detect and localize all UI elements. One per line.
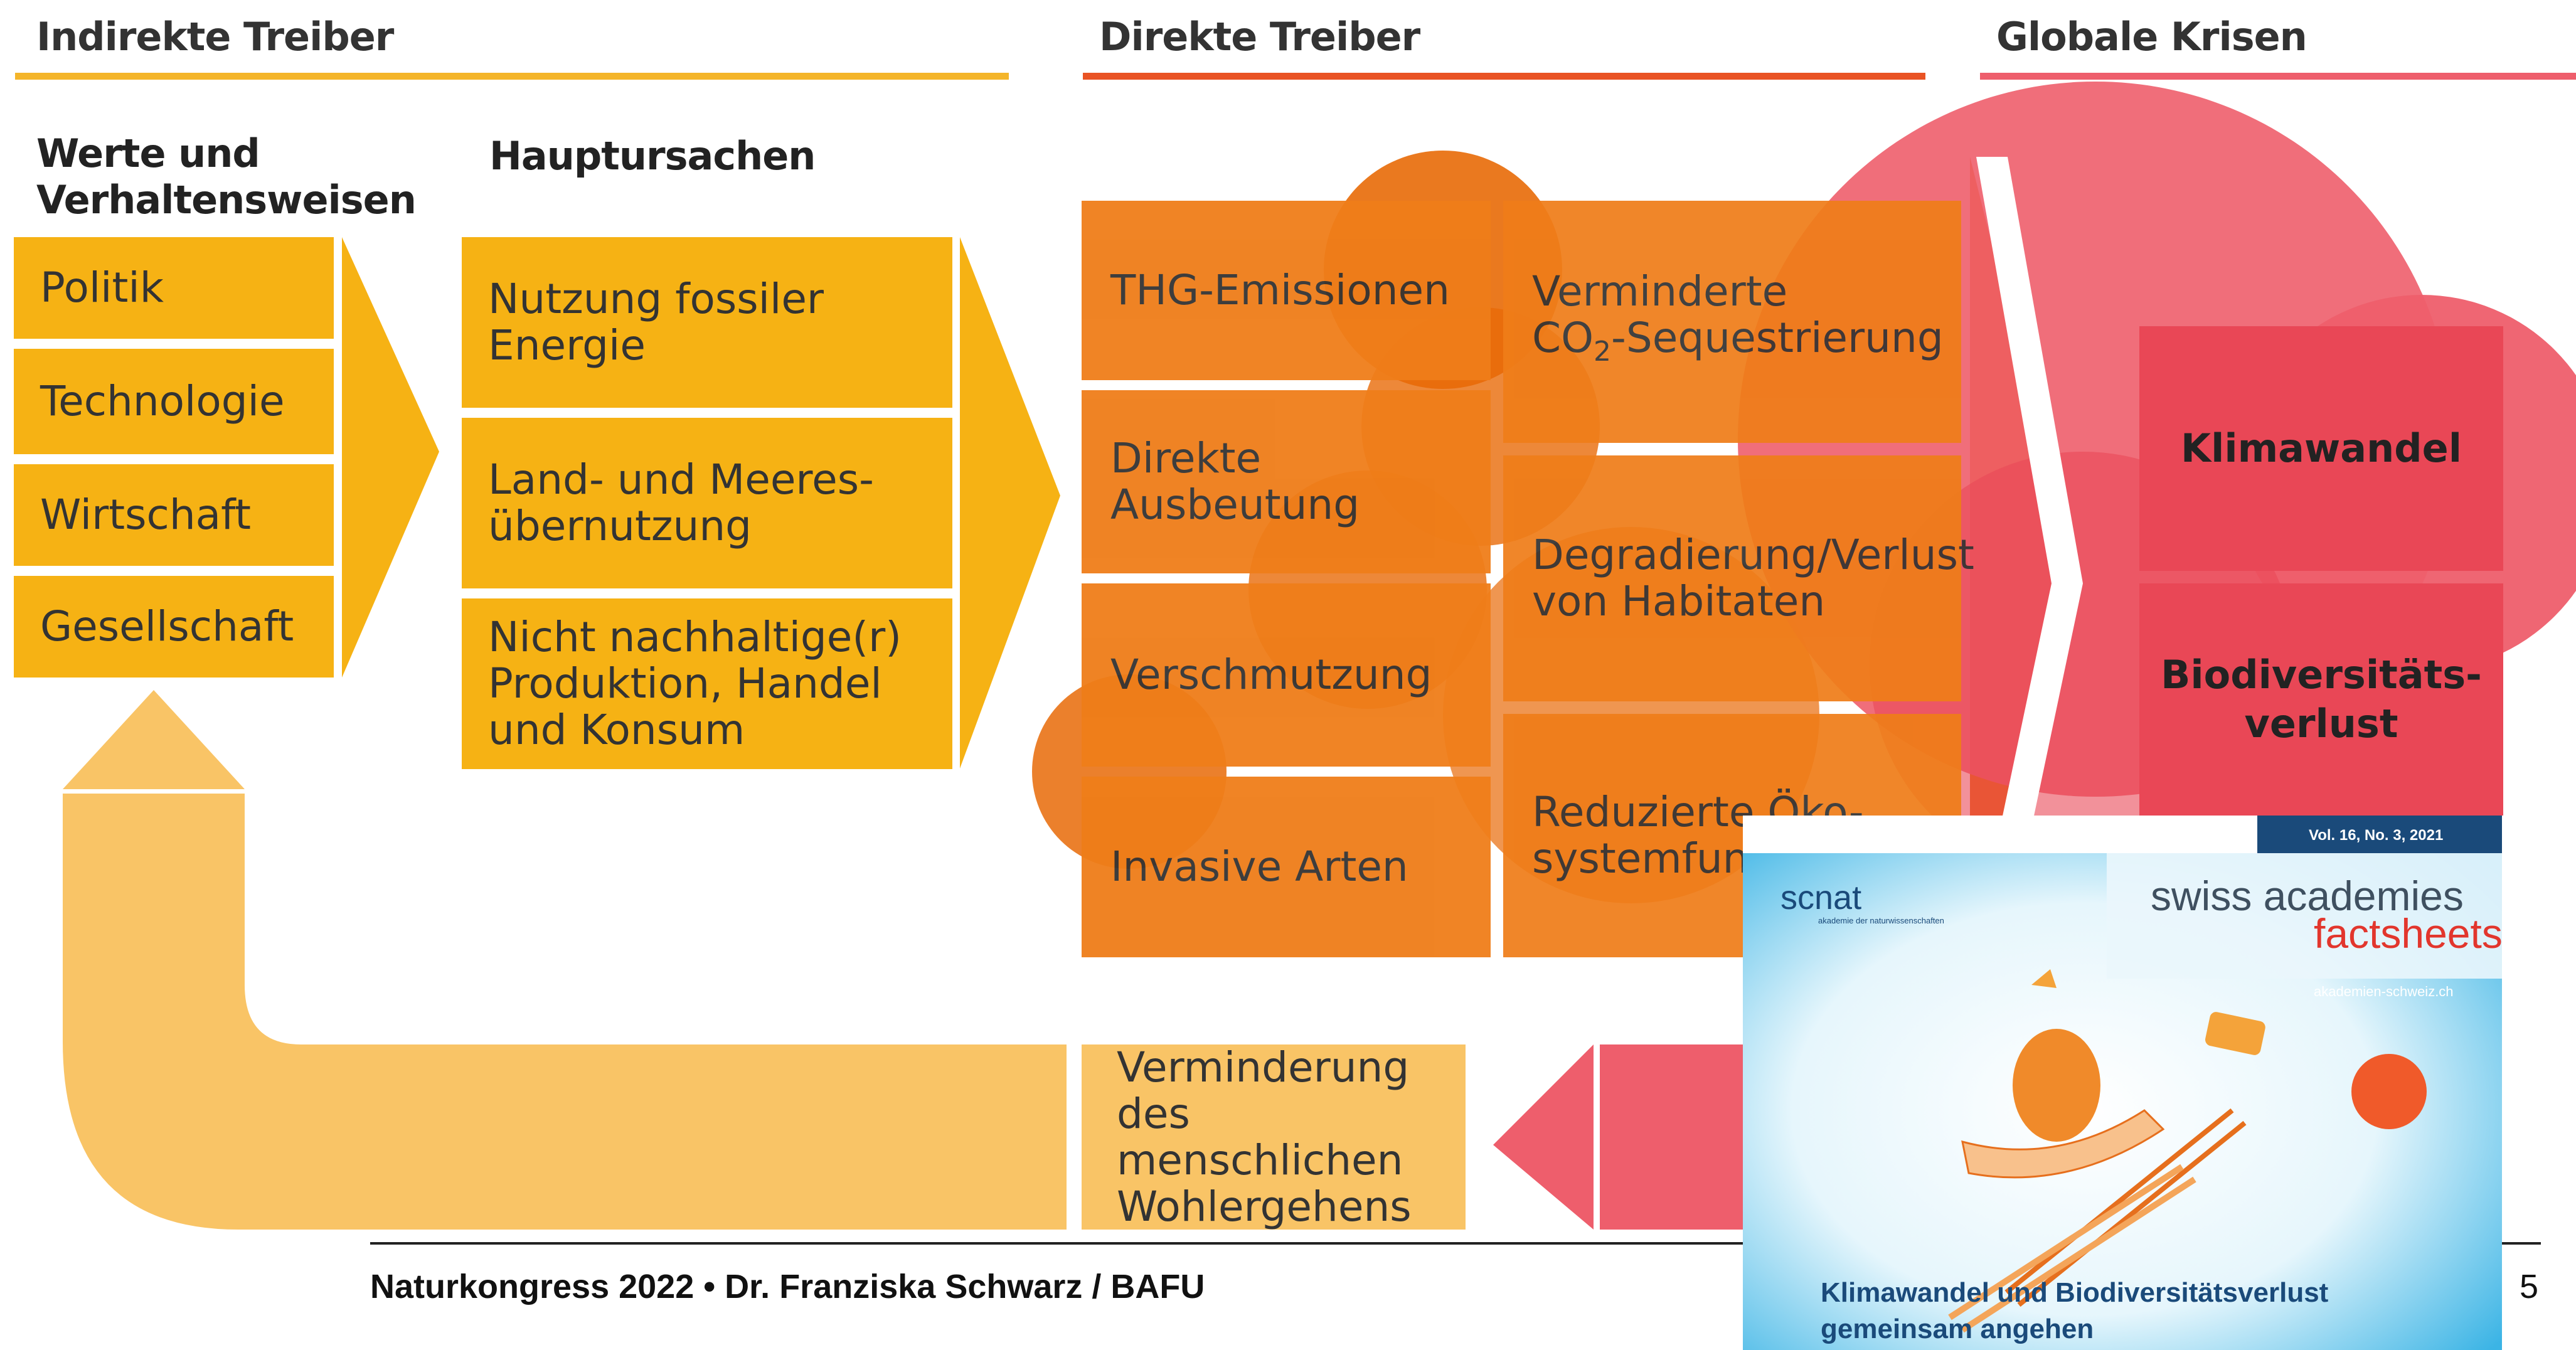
factsheet-cover: Vol. 16, No. 3, 2021 scnat akademie der … bbox=[1743, 816, 2502, 1350]
can-illustration bbox=[2205, 1012, 2265, 1055]
arrow-crises-chevron bbox=[1976, 157, 2083, 941]
cause-box-fossil-energy: Nutzung fossiler Energie bbox=[462, 237, 952, 408]
arrow-crises-to-wellbeing-body bbox=[1600, 1044, 1750, 1230]
arrow-causes-to-direct bbox=[960, 237, 1060, 768]
cause-box-overuse: Land- und Meeres- übernutzung bbox=[462, 418, 952, 588]
cover-volume: Vol. 16, No. 3, 2021 bbox=[2309, 827, 2444, 844]
skeleton-arm-illustration bbox=[2004, 1108, 2247, 1307]
header-indirect-drivers: Indirekte Treiber bbox=[36, 14, 394, 60]
feedback-loop-arrowhead bbox=[63, 690, 245, 789]
direct-box-habitat: Degradierung/Verlust von Habitaten bbox=[1503, 455, 1974, 701]
butterfly-illustration bbox=[2031, 969, 2057, 988]
scnat-logo: scnat bbox=[1780, 878, 1861, 917]
crisis-box-biodiversity: Biodiversitäts- verlust bbox=[2139, 583, 2503, 816]
subheader-main-causes: Hauptursachen bbox=[489, 133, 816, 179]
feedback-loop-arrow bbox=[63, 794, 1067, 1230]
pear-illustration bbox=[2013, 1029, 2100, 1142]
crisis-box-climate: Klimawandel bbox=[2139, 326, 2503, 571]
scnat-tagline: akademie der naturwissenschaften bbox=[1818, 916, 1944, 925]
direct-box-ghg: THG-Emissionen bbox=[1082, 201, 1491, 380]
rule-direct bbox=[1083, 73, 1925, 80]
footer-credit: Naturkongress 2022 • Dr. Franziska Schwa… bbox=[370, 1268, 1205, 1305]
direct-box-exploitation: Direkte Ausbeutung bbox=[1082, 390, 1491, 573]
scnat-logo-text: scnat bbox=[1780, 879, 1862, 917]
fire-illustration bbox=[2351, 1054, 2427, 1129]
values-box-politics: Politik bbox=[14, 237, 334, 339]
values-box-economy: Wirtschaft bbox=[14, 464, 334, 566]
direct-box-sequestration: Verminderte CO2-Sequestrierung bbox=[1503, 201, 1961, 443]
footer-rule bbox=[370, 1242, 2541, 1245]
direct-box-pollution: Verschmutzung bbox=[1082, 583, 1491, 767]
cover-background bbox=[1743, 816, 2502, 1350]
arrow-crises-to-wellbeing bbox=[1493, 1044, 1594, 1230]
cover-title: Klimawandel und Biodiversitätsverlust ge… bbox=[1821, 1277, 2329, 1344]
page-number: 5 bbox=[2520, 1268, 2539, 1305]
cover-url: akademien-schweiz.ch bbox=[2314, 984, 2454, 999]
values-box-society: Gesellschaft bbox=[14, 576, 334, 678]
cover-brand-line2: factsheets bbox=[2314, 910, 2502, 957]
header-global-crises: Globale Krisen bbox=[1996, 14, 2307, 60]
subheader-values: Werte und Verhaltensweisen bbox=[36, 130, 417, 223]
rule-global bbox=[1980, 73, 2576, 80]
bone-arm-illustration bbox=[1948, 1164, 2196, 1333]
cover-brand-line1: swiss academies bbox=[2151, 873, 2464, 919]
cause-box-unsustainable-production: Nicht nachhaltige(r) Produktion, Handel … bbox=[462, 598, 952, 769]
arrow-values-to-causes bbox=[342, 237, 439, 678]
rule-indirect bbox=[15, 73, 1009, 80]
values-box-technology: Technologie bbox=[14, 349, 334, 454]
header-direct-drivers: Direkte Treiber bbox=[1099, 14, 1420, 60]
direct-box-invasive: Invasive Arten bbox=[1082, 777, 1491, 957]
arm-illustration bbox=[1961, 1109, 2165, 1179]
feedback-box-wellbeing: Verminderung des menschlichen Wohlergehe… bbox=[1082, 1044, 1466, 1230]
